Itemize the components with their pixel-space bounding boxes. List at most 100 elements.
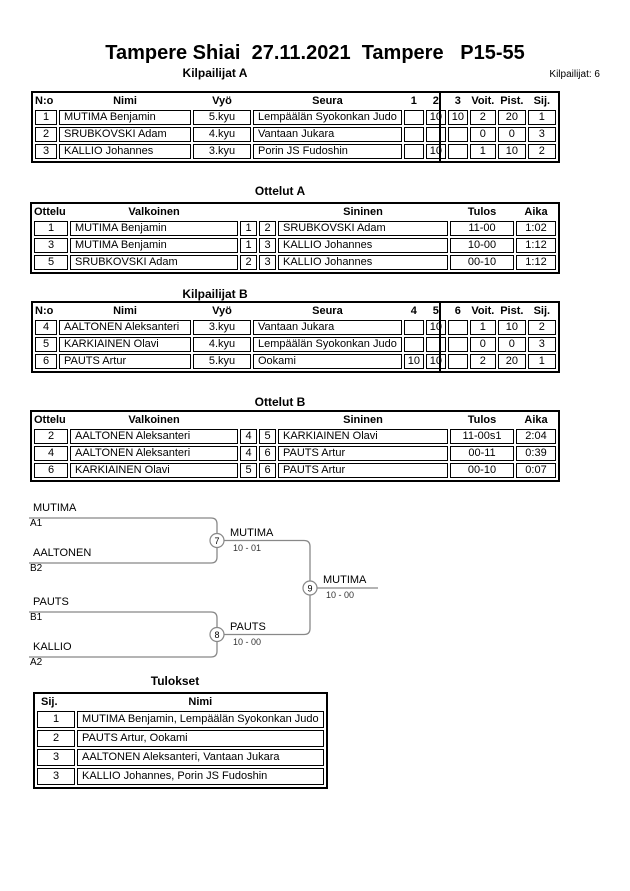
cell-score-4: 10 <box>403 354 424 369</box>
bracket-match-score: 10 - 01 <box>233 543 262 553</box>
bracket-seed-label: B1 <box>30 612 43 623</box>
cell-white-no: 4 <box>240 446 257 461</box>
match-number: 8 <box>214 630 219 640</box>
cell-white-no: 4 <box>240 429 257 444</box>
table-row: 6 PAUTS Artur 5.kyu Ookami 10 10 2 20 1 <box>35 354 556 369</box>
cell-vyo: 3.kyu <box>193 144 251 159</box>
cell-aika: 2:04 <box>516 429 556 444</box>
cell-seura: Lempäälän Syokonkan Judo <box>253 110 402 125</box>
cell-nimi: MUTIMA Benjamin <box>59 110 191 125</box>
bracket-match-score: 10 - 00 <box>326 590 355 600</box>
table-row: 4 AALTONEN Aleksanteri 3.kyu Vantaan Juk… <box>35 320 556 335</box>
cell-score-3 <box>447 144 468 159</box>
cell-seura: Lempäälän Syokonkan Judo <box>253 337 402 352</box>
cell-no: 5 <box>35 337 57 352</box>
cell-sij: 1 <box>527 354 556 369</box>
cell-valkoinen: MUTIMA Benjamin <box>70 221 238 236</box>
cell-sij: 1 <box>527 110 556 125</box>
col-header-3: 3 <box>454 95 461 107</box>
cell-tulos: 10-00 <box>450 238 514 253</box>
cell-sij: 2 <box>527 320 556 335</box>
cell-ottelu: 5 <box>34 255 68 270</box>
cell-voit: 1 <box>469 320 496 335</box>
col-header-sij: Sij. <box>533 95 551 107</box>
cell-aika: 1:12 <box>516 238 556 253</box>
cell-pist: 10 <box>497 144 526 159</box>
bracket-player-name: KALLIO <box>33 641 72 653</box>
cell-score-6 <box>447 320 468 335</box>
cell-valkoinen: SRUBKOVSKI Adam <box>70 255 238 270</box>
col-header-ottelu: Ottelu <box>34 206 66 218</box>
cell-pist: 20 <box>497 110 526 125</box>
col-header-tulos: Tulos <box>467 414 497 426</box>
bracket-winner-name: MUTIMA <box>230 527 274 539</box>
cell-score-5: 10 <box>425 320 446 335</box>
cell-score-5 <box>425 337 446 352</box>
cell-pist: 0 <box>497 127 526 142</box>
cell-voit: 1 <box>469 144 496 159</box>
cell-ottelu: 3 <box>34 238 68 253</box>
col-header-no: N:o <box>35 305 54 317</box>
tulokset-grid: Sij. Nimi 1 MUTIMA Benjamin, Lempäälän S… <box>33 692 328 789</box>
cell-aika: 1:12 <box>516 255 556 270</box>
cell-aika: 0:07 <box>516 463 556 478</box>
match-circle-9 <box>302 580 318 596</box>
col-header-empty <box>240 414 257 427</box>
table-header-row: N:o Nimi Vyö Seura 4 5 6 Voit. Pist. Sij… <box>35 305 556 318</box>
bracket-line-winner-8 <box>217 588 311 636</box>
col-header-ottelu: Ottelu <box>34 414 66 426</box>
match-circle-7 <box>209 532 225 549</box>
col-header-2: 2 <box>432 95 439 107</box>
cell-nimi: SRUBKOVSKI Adam <box>59 127 191 142</box>
cell-sij: 3 <box>37 749 75 766</box>
cell-pist: 10 <box>497 320 526 335</box>
cell-voit: 0 <box>469 337 496 352</box>
table-row: 1 MUTIMA Benjamin 5.kyu Lempäälän Syokon… <box>35 110 556 125</box>
cell-sininen: SRUBKOVSKI Adam <box>278 221 448 236</box>
cell-nimi: PAUTS Artur, Ookami <box>77 730 324 747</box>
cell-white-no: 1 <box>240 238 257 253</box>
bracket-player-name: AALTONEN <box>33 547 92 559</box>
ottelut-a-grid: Ottelu Valkoinen Sininen Tulos Aika 1 MU… <box>30 202 560 274</box>
col-header-aika: Aika <box>524 206 548 218</box>
table-row: 3 MUTIMA Benjamin 1 3 KALLIO Johannes 10… <box>34 238 556 253</box>
section-title-ottelut-a: Ottelut A <box>254 184 306 198</box>
cell-valkoinen: AALTONEN Aleksanteri <box>70 446 238 461</box>
cell-nimi: KARKIAINEN Olavi <box>59 337 191 352</box>
cell-voit: 2 <box>469 354 496 369</box>
cell-score-4 <box>403 320 424 335</box>
table-header-row: Sij. Nimi <box>37 696 324 709</box>
match-circle-8 <box>209 626 225 643</box>
cell-sininen: PAUTS Artur <box>278 463 448 478</box>
cell-no: 1 <box>35 110 57 125</box>
cell-nimi: KALLIO Johannes, Porin JS Fudoshin <box>77 768 324 785</box>
cell-sininen: KARKIAINEN Olavi <box>278 429 448 444</box>
cell-tulos: 00-10 <box>450 255 514 270</box>
cell-no: 4 <box>35 320 57 335</box>
table-row: 6 KARKIAINEN Olavi 5 6 PAUTS Artur 00-10… <box>34 463 556 478</box>
col-header-vyo: Vyö <box>212 305 232 317</box>
cell-ottelu: 6 <box>34 463 68 478</box>
match-number: 7 <box>214 536 219 546</box>
cell-white-no: 5 <box>240 463 257 478</box>
cell-aika: 1:02 <box>516 221 556 236</box>
col-header-tulos: Tulos <box>467 206 497 218</box>
cell-score-3 <box>447 127 468 142</box>
col-header-empty <box>259 206 276 219</box>
section-title-ottelut-b: Ottelut B <box>254 395 306 409</box>
col-header-valkoinen: Valkoinen <box>128 414 180 426</box>
cell-blue-no: 3 <box>259 255 276 270</box>
col-header-sij: Sij. <box>41 696 58 708</box>
col-header-seura: Seura <box>312 305 343 317</box>
kilpailijat-a-grid: N:o Nimi Vyö Seura 1 2 3 Voit. Pist. Sij… <box>31 91 560 163</box>
table-row: 1 MUTIMA Benjamin, Lempäälän Syokonkan J… <box>37 711 324 728</box>
col-header-6: 6 <box>454 305 461 317</box>
cell-sininen: PAUTS Artur <box>278 446 448 461</box>
section-title-tulokset: Tulokset <box>150 674 200 688</box>
cell-score-6 <box>447 337 468 352</box>
table-row: 3 KALLIO Johannes 3.kyu Porin JS Fudoshi… <box>35 144 556 159</box>
col-header-empty <box>240 206 257 219</box>
cell-vyo: 5.kyu <box>193 354 251 369</box>
cell-seura: Ookami <box>253 354 402 369</box>
